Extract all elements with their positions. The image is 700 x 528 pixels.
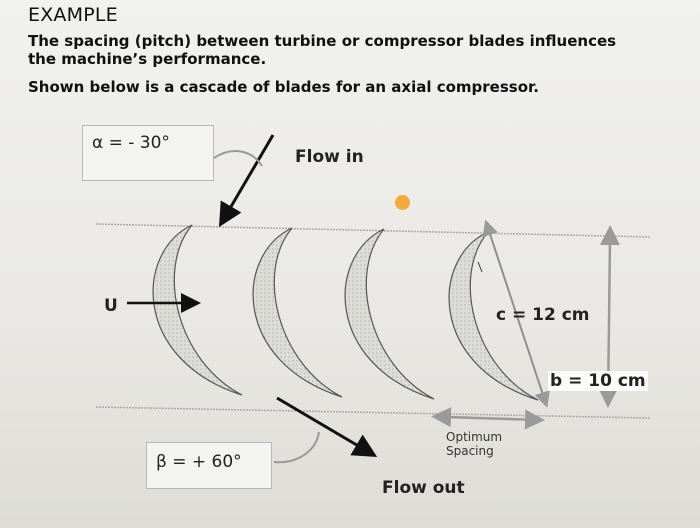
optimum-spacing-line-1: Optimum [446, 430, 503, 444]
flow-out-label: Flow out [382, 478, 465, 498]
blade-2 [252, 227, 343, 398]
beta-angle-arc [273, 431, 320, 464]
cascade-inlet-line [95, 223, 651, 238]
flow-in-label: Flow in [295, 147, 364, 167]
description-paragraph: Shown below is a cascade of blades for a… [28, 78, 539, 96]
alpha-angle-box [82, 125, 214, 181]
chord-line [482, 219, 550, 408]
chord-small-arrow [477, 261, 483, 273]
chord-label: c = 12 cm [496, 305, 590, 325]
cascade-outlet-line [95, 406, 651, 419]
blade-3 [344, 228, 435, 400]
spacing-arrow [431, 407, 545, 430]
flow-in-arrow [218, 134, 275, 228]
alpha-angle-label: α = - 30° [92, 133, 170, 153]
alpha-angle-arc [213, 150, 263, 167]
optimum-spacing-label: Optimum Spacing [446, 430, 502, 458]
u-velocity-label: U [104, 296, 118, 316]
blade-1 [152, 224, 243, 396]
beta-angle-label: β = + 60° [156, 452, 242, 472]
beta-angle-box [146, 442, 272, 489]
intro-paragraph: The spacing (pitch) between turbine or c… [28, 32, 617, 68]
slide-heading: EXAMPLE [28, 4, 118, 26]
flow-out-arrow [276, 396, 378, 458]
cursor-marker-dot [395, 195, 410, 210]
pitch-label: b = 10 cm [548, 371, 648, 391]
optimum-spacing-line-2: Spacing [446, 444, 494, 458]
